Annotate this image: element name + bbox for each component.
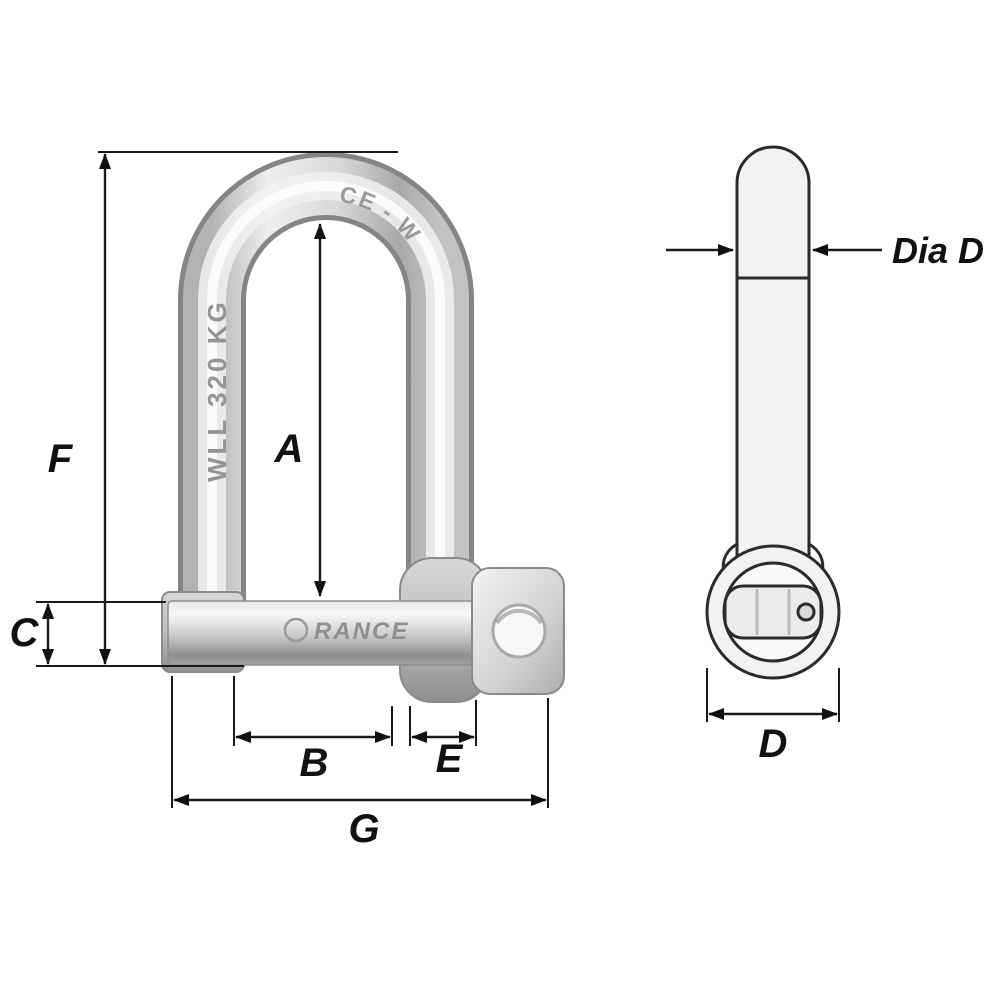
- bow: [178, 152, 474, 618]
- dimensions-front: F A C B E G: [10, 151, 549, 851]
- dim-e: E: [409, 700, 477, 781]
- dimensions-side: Dia D D: [666, 230, 984, 766]
- side-pin-shaft: [735, 145, 811, 556]
- pin-head-hole: [491, 603, 547, 659]
- side-view: [705, 145, 841, 680]
- dim-g: G: [171, 676, 549, 851]
- dim-dia-d-label: Dia D: [892, 230, 984, 271]
- dim-e-label: E: [436, 737, 464, 781]
- front-view: WLL 320 KG CE - W RANCE: [161, 152, 565, 703]
- pin-head: [471, 567, 565, 695]
- engraving-brand: RANCE: [314, 618, 409, 645]
- dim-d-label: D: [759, 722, 788, 766]
- dim-b-label: B: [300, 741, 329, 785]
- pin: RANCE: [167, 600, 475, 666]
- dim-f: F: [36, 151, 398, 667]
- dim-a: A: [274, 223, 326, 597]
- side-pin-cross-section: [723, 584, 823, 640]
- dim-a-label: A: [274, 427, 304, 471]
- dim-d: D: [706, 668, 840, 766]
- dim-f-label: F: [48, 437, 74, 481]
- dim-dia-d: Dia D: [666, 230, 984, 271]
- engraving-wll: WLL 320 KG: [202, 299, 229, 482]
- side-pin-retainer: [796, 602, 816, 622]
- dim-c: C: [10, 601, 166, 665]
- pin-head-hole-shadow: [495, 608, 543, 625]
- dim-g-label: G: [348, 807, 379, 851]
- brand-logo-icon: [283, 617, 309, 643]
- dim-b: B: [233, 676, 393, 785]
- dim-c-label: C: [10, 611, 40, 655]
- svg-text:WLL 320 KG: WLL 320 KG: [202, 299, 232, 482]
